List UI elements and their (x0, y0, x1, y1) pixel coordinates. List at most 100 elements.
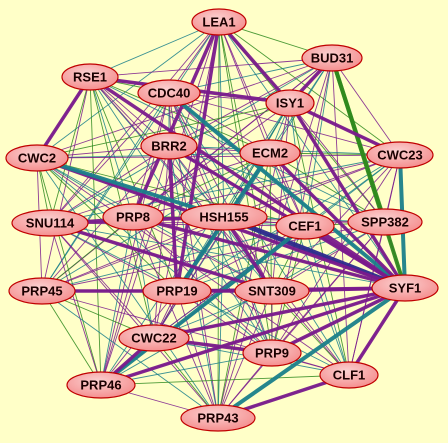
edge-rse1-prp45 (41, 76, 91, 292)
node-cwc23[interactable]: CWC23 (366, 141, 434, 169)
edge-cwc22-syf1 (152, 286, 407, 340)
node-label: PRP8 (116, 210, 150, 225)
edge-cwc23-snt309 (271, 154, 401, 292)
edge-cwc2-prp43 (36, 157, 219, 419)
node-ellipse (371, 274, 439, 302)
node-hsh155[interactable]: HSH155 (180, 203, 268, 231)
edge-isy1-cwc2 (36, 102, 291, 159)
node-ellipse (234, 277, 310, 305)
edge-cwc23-cwc2 (36, 154, 401, 159)
node-ellipse (11, 209, 89, 237)
edge-bud31-clf1 (331, 57, 350, 376)
node-ellipse (265, 89, 315, 117)
node-label: RSE1 (73, 70, 107, 85)
edge-lea1-cwc2 (36, 21, 220, 159)
node-ellipse (5, 144, 69, 172)
node-prp45[interactable]: PRP45 (8, 277, 76, 305)
edge-ecm2-syf1 (268, 151, 407, 290)
node-label: PRP45 (21, 284, 62, 299)
node-lea1[interactable]: LEA1 (191, 8, 247, 36)
node-prp46[interactable]: PRP46 (66, 371, 136, 399)
node-cwc2[interactable]: CWC2 (5, 144, 69, 172)
edge-prp46-syf1 (99, 286, 407, 387)
node-ellipse (301, 44, 363, 72)
edge-lea1-prp8 (131, 20, 221, 219)
node-ellipse (191, 8, 247, 36)
edge-clf1-syf1 (347, 286, 407, 377)
edge-cef1-prp19 (176, 225, 306, 292)
edge-snu114-syf1 (49, 222, 406, 289)
node-label: PRP46 (80, 378, 121, 393)
edge-lea1-isy1 (217, 20, 292, 105)
node-ellipse (319, 361, 379, 389)
node-ecm2[interactable]: ECM2 (239, 139, 301, 167)
edge-cwc23-prp9 (271, 154, 401, 354)
edge-snu114-cef1 (49, 222, 306, 227)
node-prp8[interactable]: PRP8 (102, 203, 164, 231)
edge-ecm2-snu114 (49, 152, 271, 224)
node-syf1[interactable]: SYF1 (371, 274, 439, 302)
node-label: CWC2 (18, 151, 56, 166)
edge-snu114-prp46 (49, 222, 102, 386)
edge-prp45-prp46 (41, 290, 102, 386)
edge-lea1-cwc23 (218, 21, 401, 156)
node-prp43[interactable]: PRP43 (180, 404, 256, 432)
node-label: ISY1 (276, 96, 304, 111)
node-label: SPP382 (361, 215, 409, 230)
edge-lea1-rse1 (89, 21, 220, 78)
node-rse1[interactable]: RSE1 (61, 63, 119, 91)
node-label: SNU114 (26, 216, 75, 231)
node-cef1[interactable]: CEF1 (275, 212, 335, 240)
node-spp382[interactable]: SPP382 (347, 208, 423, 236)
edge-cdc40-syf1 (167, 91, 407, 290)
edge-prp9-syf1 (270, 286, 407, 355)
edge-lea1-snu114 (49, 21, 220, 224)
edge-prp8-prp45 (41, 216, 134, 292)
node-ellipse (180, 404, 256, 432)
node-label: ECM2 (252, 146, 288, 161)
edge-rse1-snu114 (49, 76, 91, 224)
node-ellipse (61, 63, 119, 91)
edge-rse1-prp8 (89, 76, 134, 218)
node-clf1[interactable]: CLF1 (319, 361, 379, 389)
node-snu114[interactable]: SNU114 (11, 209, 89, 237)
node-ellipse (66, 371, 136, 399)
node-ellipse (242, 339, 302, 367)
edge-brr2-prp46 (100, 145, 170, 386)
node-label: CEF1 (288, 219, 321, 234)
node-label: PRP43 (197, 411, 238, 426)
node-brr2[interactable]: BRR2 (140, 132, 198, 160)
edge-isy1-clf1 (289, 102, 350, 376)
node-ellipse (347, 208, 423, 236)
edge-cwc2-prp46 (36, 157, 102, 386)
node-ellipse (180, 203, 268, 231)
edge-ecm2-prp8 (132, 152, 271, 218)
node-ellipse (140, 132, 198, 160)
node-ellipse (366, 141, 434, 169)
node-isy1[interactable]: ISY1 (265, 89, 315, 117)
node-prp9[interactable]: PRP9 (242, 339, 302, 367)
node-bud31[interactable]: BUD31 (301, 44, 363, 72)
node-cwc22[interactable]: CWC22 (118, 324, 190, 352)
node-label: LEA1 (202, 15, 235, 30)
edge-brr2-prp19 (167, 144, 179, 293)
node-label: SYF1 (389, 281, 422, 296)
edge-snu114-cwc22 (49, 222, 155, 339)
edge-hsh155-prp43 (217, 216, 225, 419)
edge-cwc2-hsh155 (35, 156, 226, 219)
node-cdc40[interactable]: CDC40 (137, 79, 201, 107)
node-prp19[interactable]: PRP19 (142, 277, 212, 305)
node-label: CDC40 (148, 86, 191, 101)
edge-bud31-spp382 (330, 56, 387, 224)
node-ellipse (102, 203, 164, 231)
edge-cdc40-prp45 (41, 92, 170, 292)
edge-lea1-prp19 (175, 20, 221, 293)
node-label: BUD31 (311, 51, 354, 66)
edge-cef1-prp46 (99, 224, 307, 387)
node-snt309[interactable]: SNT309 (234, 277, 310, 305)
node-label: SNT309 (248, 284, 296, 299)
edge-prp45-prp43 (41, 290, 219, 419)
edge-hsh155-prp45 (41, 216, 225, 292)
node-label: HSH155 (199, 210, 248, 225)
